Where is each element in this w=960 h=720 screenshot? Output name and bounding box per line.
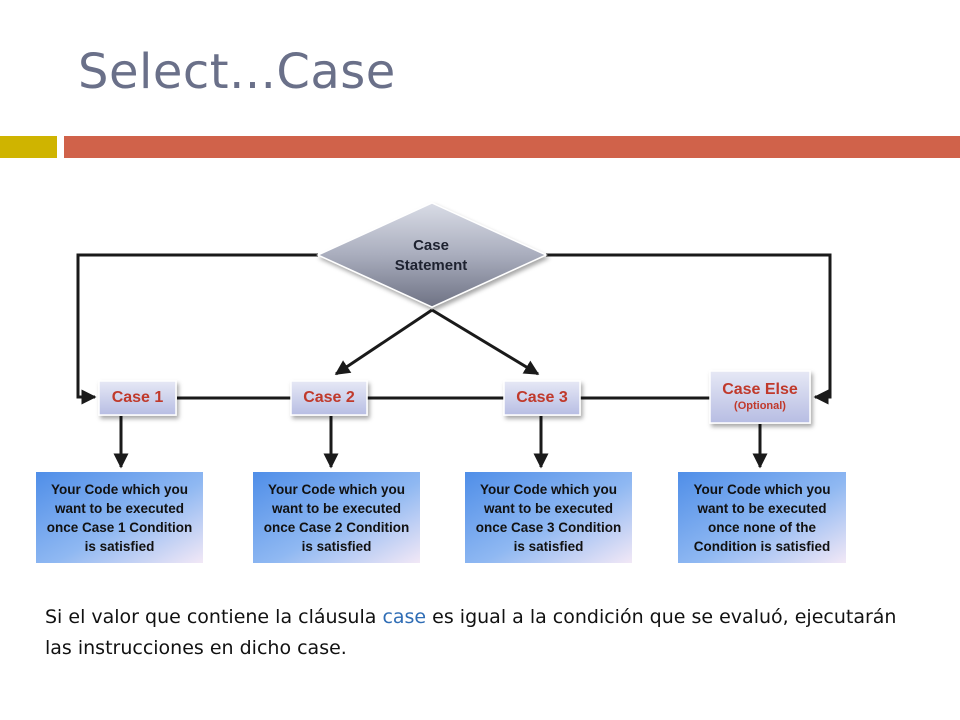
code-block-2	[253, 472, 420, 563]
decision-label: Case Statement	[360, 232, 502, 280]
case-box-1	[98, 380, 177, 416]
loop-arrow-left	[76, 253, 318, 405]
code-block-2-text: Your Code which you want to be executed …	[263, 481, 410, 554]
caption-text-after: es igual a la condición que se evaluó, e…	[45, 606, 897, 659]
case-1-label: Case 1	[111, 389, 164, 406]
caption-keyword: case	[382, 606, 427, 628]
code-block-3	[465, 472, 632, 563]
case-2-label: Case 2	[303, 389, 355, 406]
connector-lines	[76, 253, 832, 469]
code-block-4	[678, 472, 846, 563]
case-2-label-box: Case 2	[291, 381, 367, 415]
code-block-1	[36, 472, 203, 563]
code-block-1-text: Your Code which you want to be executed …	[46, 481, 193, 554]
decision-label-line1: Case	[413, 237, 449, 254]
arrow-to-case-2	[334, 308, 433, 376]
case-box-3	[503, 380, 581, 416]
code-block-4-text: Your Code which you want to be executed …	[693, 481, 831, 554]
case-box-2	[290, 380, 368, 416]
case-box-else	[709, 370, 811, 424]
decision-label-line2: Statement	[394, 257, 468, 274]
decision-diamond	[316, 202, 548, 308]
slide-caption: Si el valor que contiene la cláusula cas…	[45, 602, 925, 664]
slide-title: Select...Case	[78, 44, 396, 100]
case-else-optional-label: (Optional)	[734, 400, 786, 412]
case-else-label: Case Else	[722, 381, 798, 398]
code-block-3-text: Your Code which you want to be executed …	[475, 481, 622, 554]
accent-bar-red	[64, 136, 960, 158]
case-else-label-box: Case Else (Optional)	[710, 371, 810, 423]
loop-arrow-right	[546, 253, 832, 405]
caption-text-before: Si el valor que contiene la cláusula	[45, 606, 383, 628]
case-3-label-box: Case 3	[504, 381, 580, 415]
case-1-label-box: Case 1	[99, 381, 176, 415]
accent-bar-gold	[0, 136, 57, 158]
case-3-label: Case 3	[516, 389, 568, 406]
arrow-to-case-3	[431, 308, 540, 376]
